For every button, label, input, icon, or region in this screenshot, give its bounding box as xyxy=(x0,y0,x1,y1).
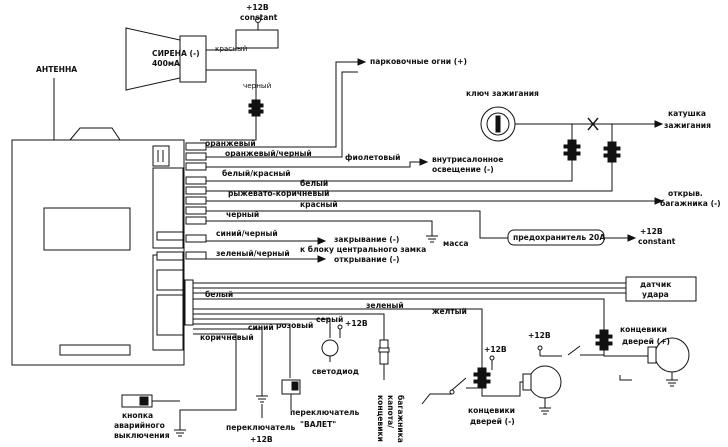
red-wire-label: красный xyxy=(300,200,338,209)
gray-wire-label: серый xyxy=(316,315,343,324)
brown-wire-label: коричневый xyxy=(200,333,254,342)
siren-current-label: 400мА xyxy=(152,59,180,68)
siren-black-connector xyxy=(251,99,261,117)
white-connector xyxy=(607,141,617,163)
violet-wire-label: фиолетовый xyxy=(345,153,400,162)
trunk-open-label: открыв. xyxy=(668,189,703,198)
white-wire-label: белый xyxy=(300,179,328,188)
shock-sensor-box xyxy=(625,276,697,302)
central-lock-label: к блоку центрального замка xyxy=(300,245,426,254)
constant-top-label: constant xyxy=(240,13,278,22)
emergency-button-label-2: аварийного xyxy=(114,421,165,430)
unit-top-bracket xyxy=(68,127,121,141)
plus12-led-label: +12В xyxy=(345,319,368,328)
interior-light-label: внутрисалонное xyxy=(432,155,503,164)
switch-plus12-label-2: +12В xyxy=(250,435,273,444)
shock-sensor-label-2: удара xyxy=(642,290,669,299)
black-wire-label: черный xyxy=(226,210,259,219)
hood-switch-label-2: капота/ xyxy=(386,395,395,428)
ignition-coil-label: катушка xyxy=(668,109,706,118)
door-plus-connector xyxy=(599,329,609,351)
antenna-label: АНТЕННА xyxy=(36,65,77,74)
orange-black-wire-label: оранжевый/черный xyxy=(225,149,312,158)
door-switch-minus-label-2: дверей (-) xyxy=(470,417,515,426)
shock-sensor-label: датчик xyxy=(640,280,672,289)
plus12-constant-top-label: +12В xyxy=(246,3,269,12)
ignition-key-label: ключ зажигания xyxy=(466,89,539,98)
siren-body xyxy=(179,35,207,83)
plus12-door-plus-label: +12В xyxy=(528,331,551,340)
red-brown-wire-label: рыжевато-коричневый xyxy=(228,189,329,198)
orange-wire-label: оранжевый xyxy=(205,139,256,148)
siren-black-wire-label: черный xyxy=(243,81,272,90)
white-red-connector xyxy=(567,139,577,161)
unit-display-window xyxy=(43,207,131,251)
parking-lights-label: парковочные огни (+) xyxy=(370,57,467,66)
blue-wire-label: синий xyxy=(248,323,274,332)
yellow-wire-label: желтый xyxy=(432,307,467,316)
led-symbol xyxy=(321,339,339,357)
pink-wire-label: розовый xyxy=(276,321,313,330)
siren-fuse-block xyxy=(235,29,279,49)
door-minus-lamp xyxy=(528,365,562,399)
green-wire-label: зеленый xyxy=(366,301,404,310)
door-switch-minus-label: концевики xyxy=(468,406,515,415)
siren-red-wire-label: красный xyxy=(215,44,248,53)
led-label: светодиод xyxy=(312,367,359,376)
interior-light-label-2: освещение (-) xyxy=(432,165,494,174)
door-switch-plus-label: концевики xyxy=(620,325,667,334)
trunk-open-label-2: багажника (-) xyxy=(660,199,721,208)
valet-switch-label: переключатель xyxy=(290,408,360,417)
door-minus-connector xyxy=(477,367,487,389)
unit-led-block xyxy=(152,145,170,167)
blue-black-wire-label: синий/черный xyxy=(216,229,278,238)
siren-label: СИРЕНА (-) xyxy=(152,49,200,58)
emergency-button-label-3: выключения xyxy=(114,431,170,440)
ignition-coil-label-2: зажигания xyxy=(664,121,711,130)
unlock-label: открывание (-) xyxy=(334,255,399,264)
door-switch-plus-label-2: дверей (+) xyxy=(622,337,670,346)
green-black-wire-label: зеленый/черный xyxy=(216,249,290,258)
white-red-wire-label: белый/красный xyxy=(222,169,291,178)
white-bottom-wire-label: белый xyxy=(205,290,233,299)
fuse-label: предохранитель 20А xyxy=(513,233,605,242)
unit-bottom-foot-left xyxy=(59,344,131,356)
hood-switch-label-3: багажника xyxy=(396,395,405,443)
plus12-door-minus-label: +12В xyxy=(484,345,507,354)
switch-plus12-label: переключатель xyxy=(226,423,296,432)
valet-switch-label-2: "ВАЛЕТ" xyxy=(300,420,336,429)
emergency-button-label: кнопка xyxy=(122,411,153,420)
lock-label: закрывание (-) xyxy=(334,235,399,244)
hood-switch-label: концевики xyxy=(376,395,385,442)
constant-fuse-label: constant xyxy=(638,237,676,246)
plus12-fuse-label: +12В xyxy=(640,227,663,236)
ground-label: масса xyxy=(443,239,468,248)
